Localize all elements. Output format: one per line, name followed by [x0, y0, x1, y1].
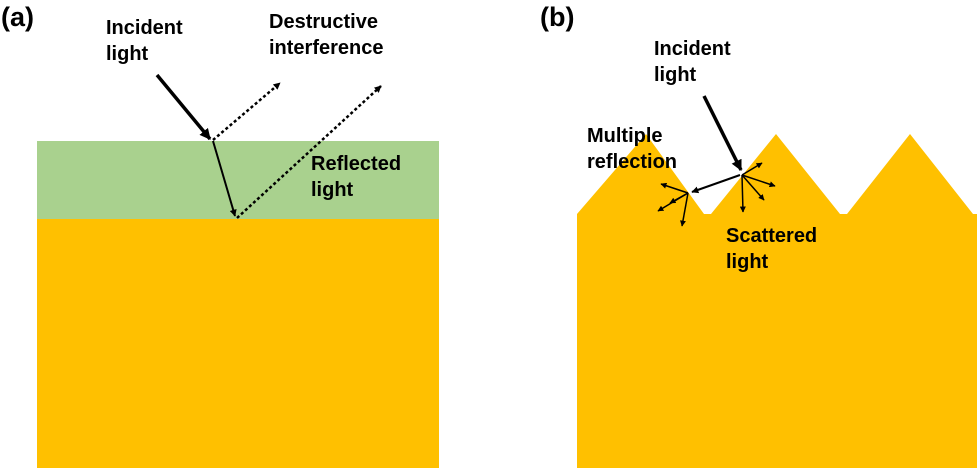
scattered-light-label: Scattered light [726, 225, 823, 273]
panel-a-label: (a) [1, 2, 34, 32]
incident-arrow-b [702, 95, 743, 171]
panel-b-label: (b) [540, 2, 574, 32]
destructive-interference-label: Destructive interference [269, 11, 384, 59]
incident-arrow-a [155, 73, 212, 141]
incident-light-label-b: Incident light [654, 38, 736, 86]
reflected-light-label: Reflected light [311, 153, 407, 201]
scattered-arrows-right [739, 162, 776, 213]
substrate-flat [37, 219, 439, 468]
textured-substrate [577, 134, 977, 468]
refracted-arrow-a [212, 140, 237, 217]
panel-b: (b) Incident light Multiple reflection S… [540, 2, 977, 468]
panel-a: (a) Incident light Destructive interfere… [1, 2, 439, 468]
surface-reflection-arrow [212, 82, 281, 141]
incident-light-label-a: Incident light [106, 17, 188, 65]
coating-layer [37, 141, 439, 219]
scattered-arrows-left [657, 182, 689, 227]
multiple-reflection-label: Multiple reflection [587, 125, 677, 173]
multiple-reflection-arrow [691, 174, 741, 194]
